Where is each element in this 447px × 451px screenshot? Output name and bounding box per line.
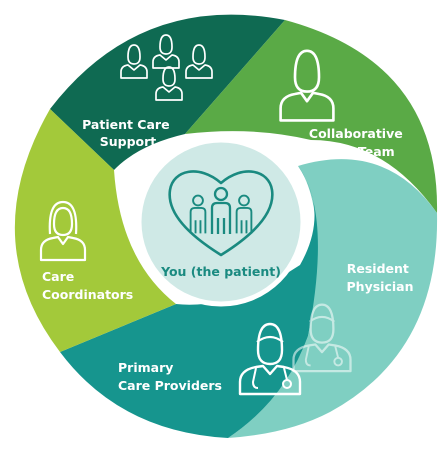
center-circle (136, 137, 306, 307)
segment-primary-care-providers (60, 166, 318, 438)
segment-patient-care-support (50, 14, 285, 170)
ring-segments (14, 14, 438, 438)
label-resident-physician: Resident Physician (347, 261, 414, 294)
segment-resident-physician (228, 159, 438, 438)
label-patient-care-support: Patient Care Support (82, 117, 174, 149)
label-primary-care-providers: Primary Care Providers (118, 360, 222, 393)
label-care-coordinators: Care Coordinators (42, 269, 133, 302)
segment-collaborative-care-team (185, 20, 438, 213)
heart-family-icon (168, 170, 274, 257)
center-label: You (the patient) (160, 264, 281, 279)
segment-care-coordinators (14, 109, 176, 352)
label-collaborative-care-team: Collaborative Care Team (309, 126, 407, 159)
